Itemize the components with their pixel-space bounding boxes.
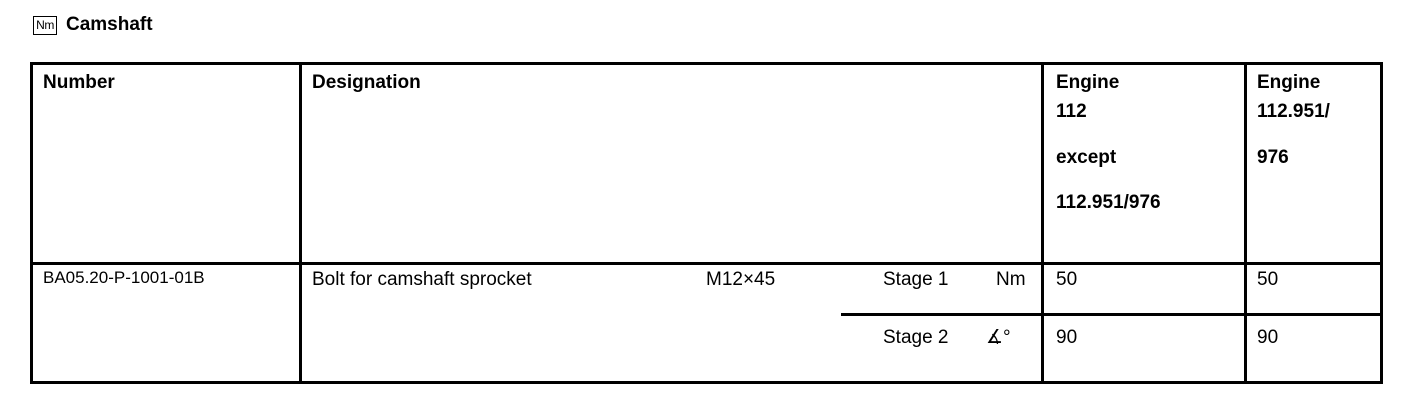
column-divider [1244, 65, 1247, 381]
row-bolt-size: M12×45 [706, 269, 776, 290]
header-divider [33, 262, 1380, 265]
stage-2-engine-a-value: 90 [1056, 327, 1078, 348]
stage-2-label: Stage 2 [883, 327, 949, 348]
header-designation: Designation [312, 72, 421, 93]
row-number: BA05.20-P-1001-01B [43, 268, 205, 287]
header-engine-b-line2: 112.951/ [1257, 101, 1330, 122]
header-number: Number [43, 72, 115, 93]
header-engine-a-line1: Engine [1056, 72, 1120, 93]
column-divider [299, 65, 302, 381]
header-engine-b-line1: Engine [1257, 72, 1321, 93]
stage-1-engine-a-value: 50 [1056, 269, 1078, 290]
section-title: Camshaft [66, 14, 153, 35]
stage-1-engine-b-value: 50 [1257, 269, 1279, 290]
torque-nm-icon: Nm [33, 15, 57, 35]
section-heading: Nm Camshaft [33, 12, 153, 38]
torque-table: Number Designation Engine 112 except 112… [30, 62, 1383, 384]
stage-2-engine-b-value: 90 [1257, 327, 1279, 348]
header-engine-a-line3: except [1056, 147, 1117, 168]
column-divider [1041, 65, 1044, 381]
header-engine-a-line2: 112 [1056, 101, 1087, 122]
stage-1-label: Stage 1 [883, 269, 949, 290]
row-designation: Bolt for camshaft sprocket [312, 269, 532, 290]
header-engine-b-line3: 976 [1257, 147, 1289, 168]
stage-1-unit: Nm [996, 269, 1026, 290]
stage-divider [841, 313, 1380, 316]
header-engine-a-line4: 112.951/976 [1056, 192, 1161, 213]
angle-degree-icon: ∡° [986, 327, 1011, 348]
